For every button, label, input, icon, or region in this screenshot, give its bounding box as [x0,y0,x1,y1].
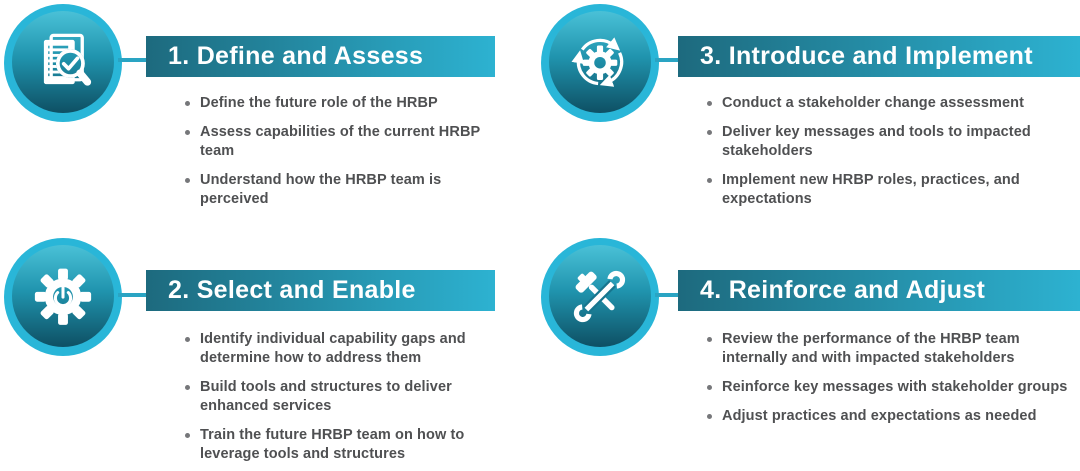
step4-bullet-2: Reinforce key messages with stakeholder … [705,378,1069,397]
step3-title-banner: 3. Introduce and Implement [678,36,1080,77]
gear-cycle-arrows-icon [571,37,624,87]
step3-title: 3. Introduce and Implement [700,42,1033,70]
step2-bullet-3: Train the future HRBP team on how to lev… [183,426,505,464]
step2-bullet-1: Identify individual capability gaps and … [183,330,505,368]
step4-bullet-1: Review the performance of the HRBP team … [705,330,1069,368]
gear-power-icon [34,268,92,325]
step3-connector-line [655,58,678,62]
step1-bullet-3: Understand how the HRBP team is perceive… [183,171,505,209]
step2-bullet-list: Identify individual capability gaps and … [183,330,505,471]
step1-connector-line [118,58,148,62]
step3-icon-circle [541,4,659,122]
step1-icon-circle-inner [12,11,114,113]
document-magnifier-check-icon [43,33,92,86]
step4-icon-circle-inner [549,245,651,347]
step4-title-banner: 4. Reinforce and Adjust [678,270,1080,311]
step2-icon-circle [4,238,122,356]
hammer-wrench-icon [573,270,626,323]
step1-bullet-list: Define the future role of the HRBP Asses… [183,94,505,219]
step3-bullet-1: Conduct a stakeholder change assessment [705,94,1069,113]
step4-bullet-3: Adjust practices and expectations as nee… [705,407,1069,426]
step1-title-banner: 1. Define and Assess [146,36,495,77]
step4-title: 4. Reinforce and Adjust [700,276,986,304]
step4-connector-line [655,293,678,297]
step4-icon-circle [541,238,659,356]
step1-bullet-2: Assess capabilities of the current HRBP … [183,123,505,161]
step2-title-banner: 2. Select and Enable [146,270,495,311]
step2-bullet-2: Build tools and structures to deliver en… [183,378,505,416]
step3-icon-circle-inner [549,11,651,113]
step2-title: 2. Select and Enable [168,276,416,304]
step4-bullet-list: Review the performance of the HRBP team … [705,330,1069,436]
step1-title: 1. Define and Assess [168,42,424,70]
step3-bullet-2: Deliver key messages and tools to impact… [705,123,1069,161]
step1-icon-circle [4,4,122,122]
step3-bullet-3: Implement new HRBP roles, practices, and… [705,171,1069,209]
step2-connector-line [118,293,148,297]
step1-bullet-1: Define the future role of the HRBP [183,94,505,113]
step2-icon-circle-inner [12,245,114,347]
step3-bullet-list: Conduct a stakeholder change assessment … [705,94,1069,219]
